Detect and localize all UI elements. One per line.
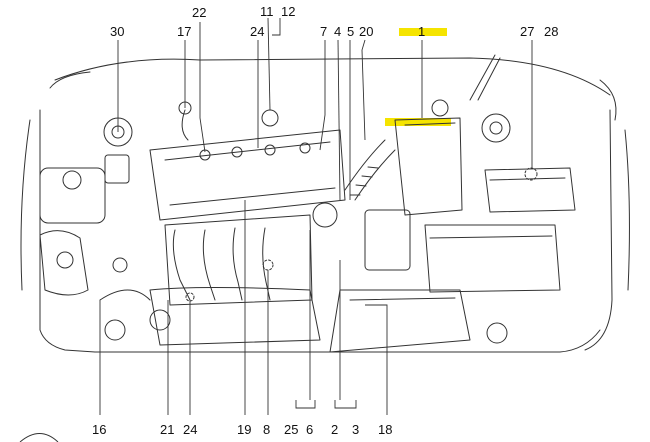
ignition-coil-2 <box>231 146 243 158</box>
coolant-reservoir <box>39 167 106 224</box>
right-mount <box>486 322 508 344</box>
fuse-box <box>484 167 576 213</box>
oil-filler-cap <box>261 109 279 127</box>
label-6: 6 <box>306 422 314 437</box>
label-2: 2 <box>331 422 339 437</box>
fuel-filter <box>364 209 411 271</box>
battery <box>424 224 561 293</box>
right-strut-tower <box>481 113 511 143</box>
oil-dipstick <box>181 109 189 141</box>
left-mount <box>104 319 126 341</box>
air-duct <box>329 289 471 353</box>
exhaust-heat-shield <box>149 287 321 346</box>
air-cleaner-assembly <box>394 117 463 216</box>
highlight-air-cleaner <box>385 118 451 126</box>
label-24-top: 24 <box>250 24 265 39</box>
label-3: 3 <box>352 422 360 437</box>
cylinder-head <box>149 129 346 221</box>
label-12: 12 <box>281 4 296 19</box>
label-25: 25 <box>284 422 299 437</box>
label-4: 4 <box>334 24 342 39</box>
label-21: 21 <box>160 422 175 437</box>
washer-tank <box>39 230 89 296</box>
label-30: 30 <box>110 24 125 39</box>
left-fender <box>39 109 96 353</box>
label-11: 11 <box>260 4 274 19</box>
core-support <box>94 329 601 353</box>
label-18: 18 <box>378 422 393 437</box>
label-19: 19 <box>237 422 252 437</box>
label-1: 1 <box>418 24 426 39</box>
label-8: 8 <box>263 422 271 437</box>
label-7: 7 <box>320 24 328 39</box>
label-17: 17 <box>177 24 192 39</box>
hood-outline <box>54 57 611 96</box>
intake-manifold <box>172 229 191 301</box>
throttle-body <box>312 202 338 228</box>
label-20: 20 <box>359 24 374 39</box>
brake-fluid-reservoir <box>104 154 130 184</box>
label-28: 28 <box>544 24 559 39</box>
ignition-coil-3 <box>264 144 276 156</box>
label-16: 16 <box>92 422 107 437</box>
air-intake-hose <box>344 139 386 191</box>
label-5: 5 <box>347 24 355 39</box>
label-27: 27 <box>520 24 535 39</box>
label-24-bottom: 24 <box>183 422 198 437</box>
highlight-label-1 <box>399 28 447 36</box>
label-22: 22 <box>192 5 207 20</box>
alternator <box>149 309 171 331</box>
ignition-coil-4 <box>299 142 311 154</box>
right-fender <box>584 109 613 351</box>
